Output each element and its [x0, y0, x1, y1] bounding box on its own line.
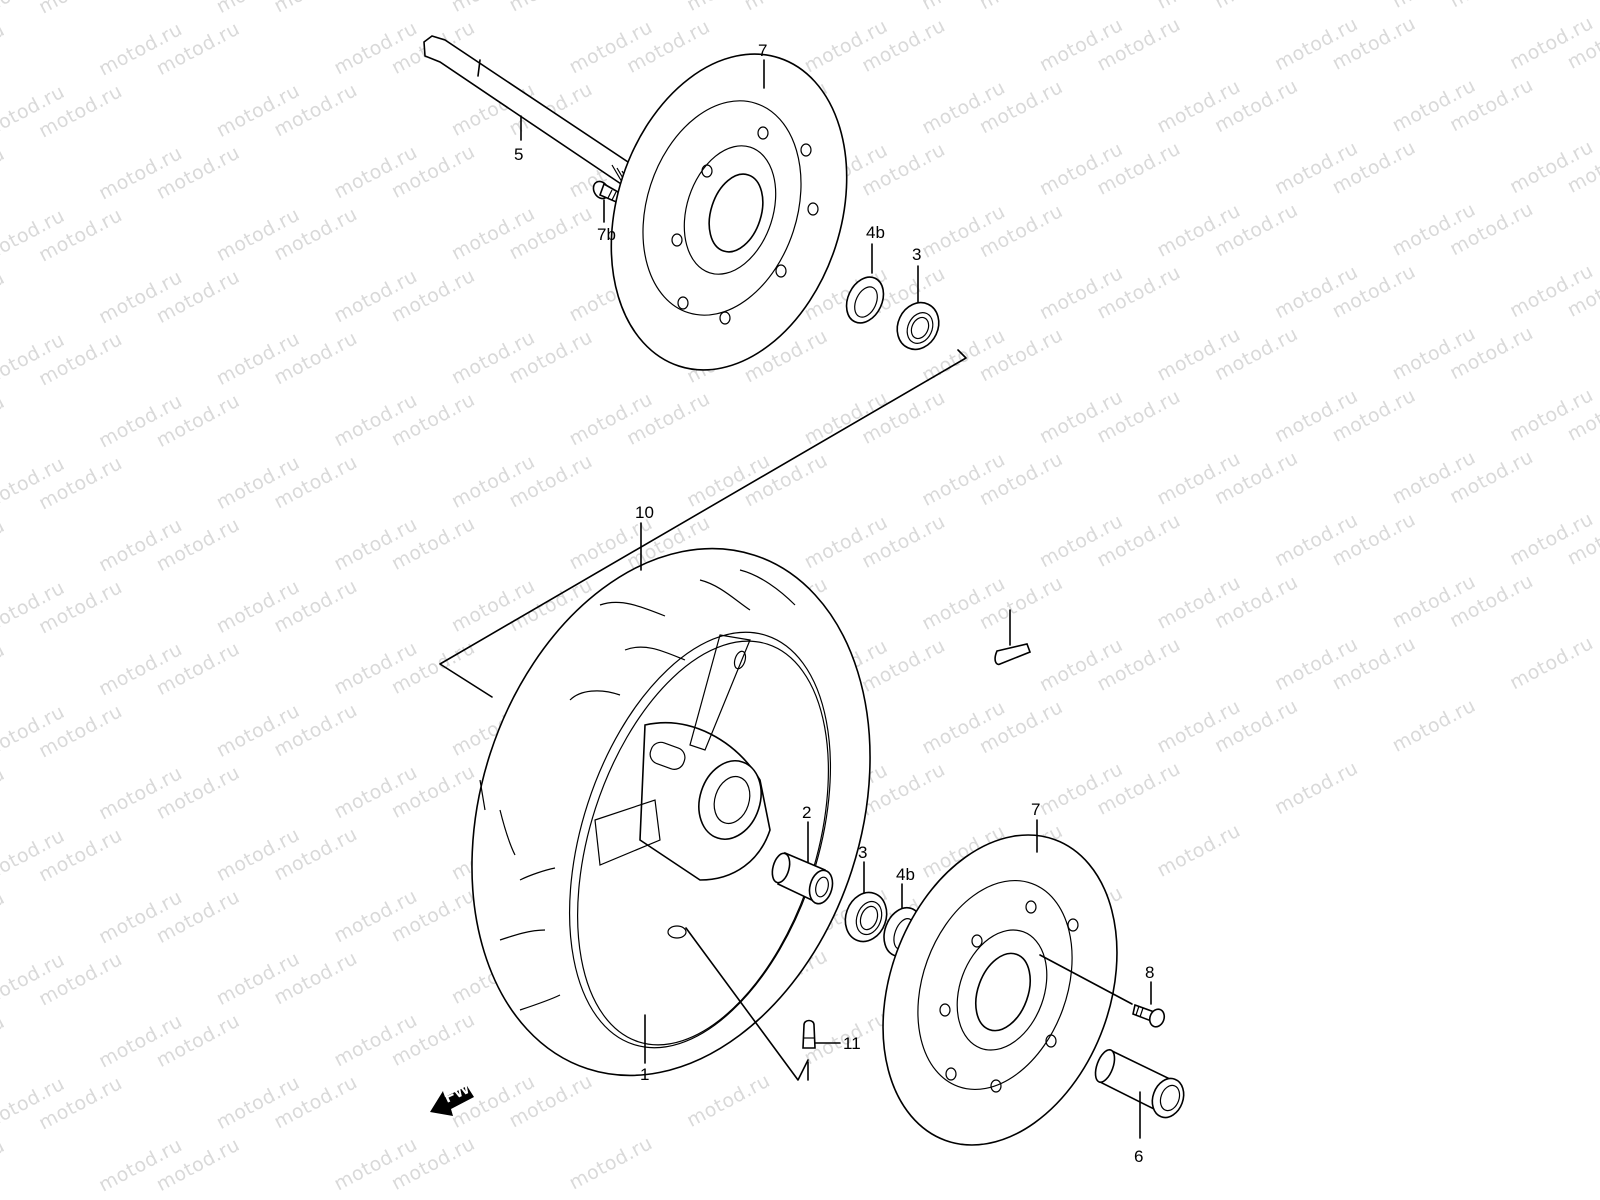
leader-line: [1039, 954, 1133, 1005]
bearing-lower[interactable]: [839, 887, 894, 948]
bearing-upper[interactable]: [890, 296, 947, 356]
assembly-guide-line: [439, 349, 967, 698]
axle-collar[interactable]: [1092, 1047, 1189, 1122]
wheel-hub[interactable]: [594, 634, 771, 939]
callout-6: 6: [1134, 1147, 1143, 1166]
callout-8-upper: 7b: [597, 225, 616, 244]
callout-3-lower: 3: [858, 843, 867, 862]
spacer-part[interactable]: [769, 851, 836, 906]
leader-line: [685, 927, 809, 1081]
balancer-weight[interactable]: [994, 643, 1032, 666]
callout-2: 2: [802, 803, 811, 822]
callout-9: 10: [635, 503, 654, 522]
callout-7-upper: 7: [758, 41, 767, 60]
callout-4-lower: 4b: [896, 865, 915, 884]
bolt-lower[interactable]: [1132, 1003, 1167, 1029]
brake-disc-upper[interactable]: [572, 23, 885, 400]
oil-seal-upper[interactable]: [839, 271, 890, 329]
callout-3-upper: 3: [912, 245, 921, 264]
valve-part[interactable]: [802, 1019, 816, 1049]
callout-7-lower: 7: [1031, 800, 1040, 819]
callout-8-lower: 8: [1145, 963, 1154, 982]
callout-4-upper: 4b: [866, 223, 885, 242]
axle-part[interactable]: [423, 35, 652, 196]
callout-10: 11: [843, 1034, 861, 1053]
forward-direction-arrow: FWD: [430, 1073, 484, 1116]
callout-1: 1: [640, 1065, 649, 1084]
callout-5: 5: [514, 145, 523, 164]
brake-disc-lower[interactable]: [842, 802, 1158, 1178]
